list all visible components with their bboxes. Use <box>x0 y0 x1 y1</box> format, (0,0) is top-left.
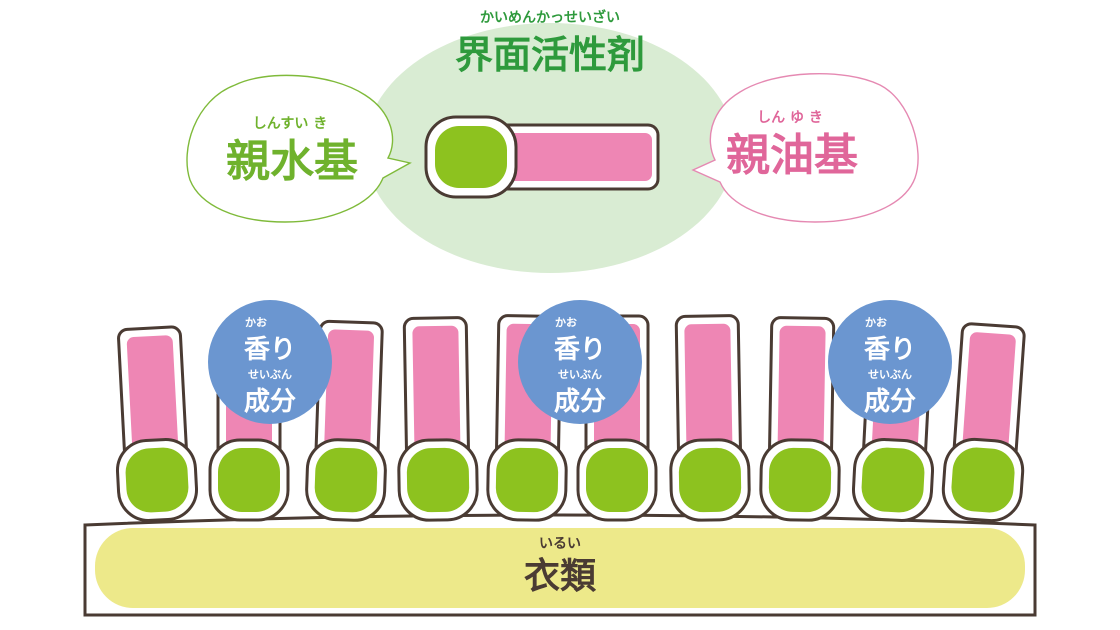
fragrance-ruby-bottom: せいぶん <box>558 368 602 381</box>
fragrance-circle <box>518 300 642 424</box>
surfactant-molecule <box>759 316 841 522</box>
fragrance-ruby-top: かお <box>555 316 577 329</box>
large-tail-fill <box>476 133 652 181</box>
fragrance-line2: 成分 <box>554 387 606 417</box>
fragrance-circle <box>208 300 332 424</box>
tail-fill <box>126 335 179 467</box>
tail-fill <box>412 325 461 467</box>
fragrance-line2: 成分 <box>864 387 916 417</box>
tail-fill <box>323 329 374 467</box>
fragrance-line1: 香り <box>554 335 606 365</box>
surfactant-molecule <box>669 314 751 522</box>
clothing: いるい 衣類 <box>83 513 1037 617</box>
fragrance-ruby-top: かお <box>245 316 267 329</box>
hydrophilic-bubble <box>186 74 412 223</box>
fragrance-ruby-bottom: せいぶん <box>868 368 912 381</box>
title-ruby: かいめんかっせいざい <box>480 9 620 26</box>
surfactant-molecule <box>115 325 199 522</box>
fragrance-circle <box>828 300 952 424</box>
clothing-label: 衣類 <box>524 556 597 597</box>
fragrance-ruby-top: かお <box>865 316 887 329</box>
head-fill <box>861 447 925 513</box>
surfactant-molecule <box>397 316 479 522</box>
clothing-ruby: いるい <box>539 536 581 552</box>
head-fill <box>495 447 559 513</box>
fragrance-line2: 成分 <box>244 387 296 417</box>
fragrance-line1: 香り <box>864 335 916 365</box>
tail-fill <box>684 323 733 467</box>
hydrophilic-label: 親水基 <box>226 136 358 187</box>
clothing-fill <box>95 528 1025 608</box>
lipophilic-bubble <box>691 73 919 223</box>
head-fill <box>768 447 832 513</box>
title: 界面活性剤 <box>455 33 645 77</box>
head-fill <box>125 447 189 513</box>
lipophilic-ruby: しん ゆ き <box>757 110 823 126</box>
lipophilic-label: 親油基 <box>726 130 858 181</box>
hydrophilic-ruby: しんすい き <box>253 116 328 132</box>
large-head-fill <box>435 126 507 188</box>
head-fill <box>406 447 470 513</box>
surfactant-molecule <box>941 322 1026 523</box>
tail-fill <box>961 332 1016 468</box>
head-fill <box>218 448 280 512</box>
fragrance-ruby-bottom: せいぶん <box>248 368 292 381</box>
head-fill <box>951 447 1015 513</box>
head-fill <box>586 448 648 512</box>
head-fill <box>314 447 378 513</box>
surfactant-molecule <box>305 319 387 522</box>
head-fill <box>678 447 742 513</box>
fragrance-line1: 香り <box>244 335 296 365</box>
surfactant-molecule-large <box>424 115 660 199</box>
tail-fill <box>777 325 826 467</box>
